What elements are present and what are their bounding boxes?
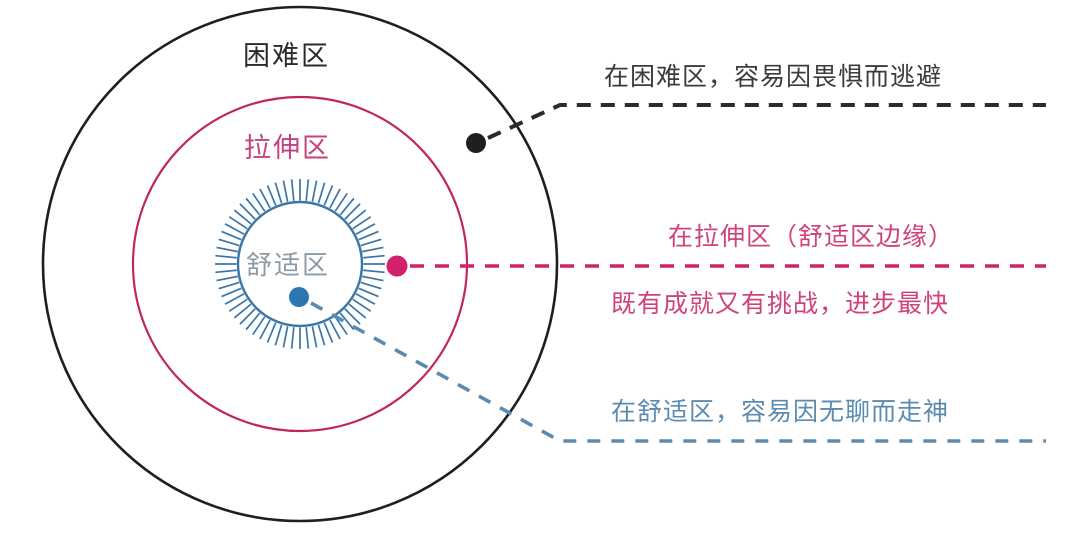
hard-zone-circle [41,5,559,523]
comfort-zone-annotation: 在舒适区，容易因无聊而走神 [611,398,950,426]
stretch-zone-dot-marker [386,255,408,277]
hard-zone-leader-line [487,103,1046,140]
hard-zone-dot-marker [466,133,486,153]
stretch-zone-annotation-line-1: 在拉伸区（舒适区边缘） [668,223,955,251]
stretch-zone-circle [131,95,469,433]
comfort-zone-circle [236,200,364,328]
comfort-zone-leader-line [310,301,1046,443]
stretch-zone-annotation-line-2: 既有成就又有挑战，进步最快 [611,290,950,318]
comfort-zone-spikes [215,179,385,349]
comfort-zone-label: 舒适区 [246,250,331,280]
hard-zone-annotation: 在困难区，容易因畏惧而逃避 [604,63,943,91]
stretch-zone-label: 拉伸区 [244,133,331,163]
comfort-zone-dot-marker [289,287,309,307]
hard-zone-label: 困难区 [243,41,330,71]
